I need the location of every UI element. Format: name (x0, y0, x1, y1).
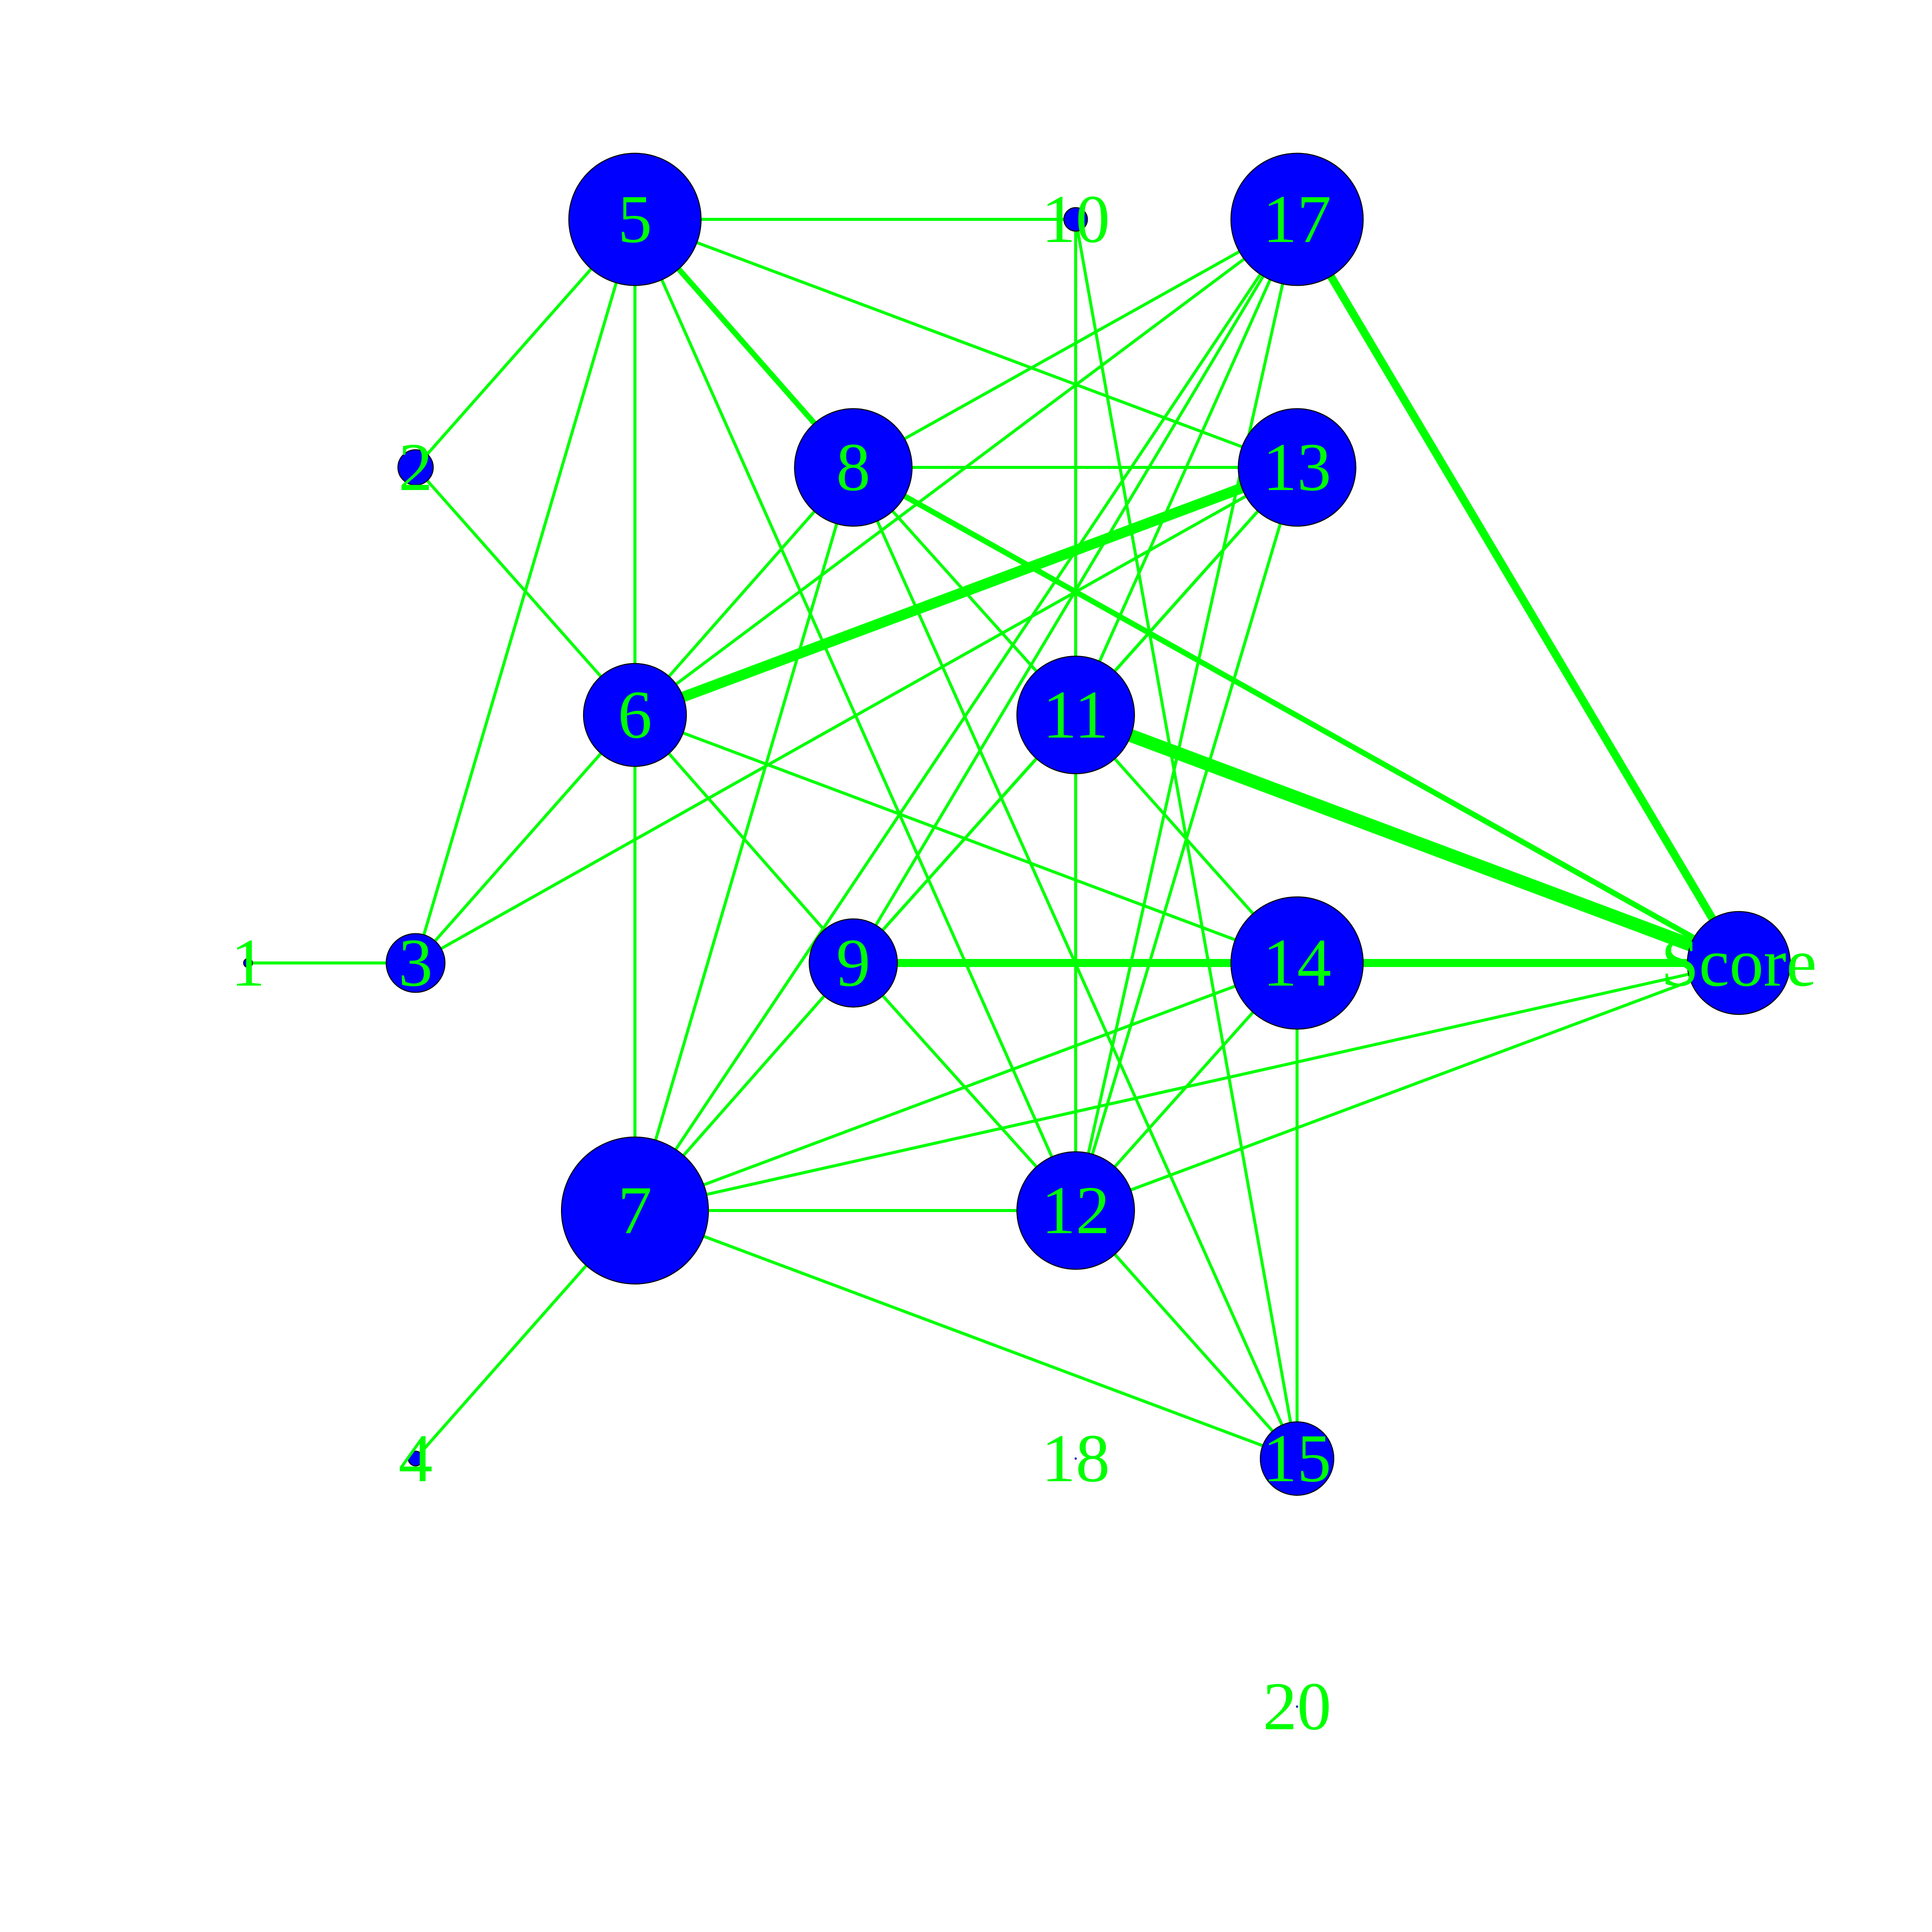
node-12 (1016, 1151, 1135, 1270)
edge-7-15 (633, 1209, 1299, 1460)
node-6 (583, 663, 687, 767)
node-label-11: 11 (1043, 677, 1109, 753)
edges-layer (247, 215, 1745, 1460)
edge-8-score (850, 464, 1742, 966)
node-label-12: 12 (1041, 1173, 1110, 1248)
nodes-layer (243, 152, 1791, 1708)
edge-12-13 (1074, 466, 1299, 1212)
node-1 (243, 958, 253, 968)
node-label-6: 6 (618, 677, 652, 753)
node-label-18: 18 (1041, 1421, 1110, 1496)
node-3 (385, 933, 446, 993)
node-20 (1296, 1705, 1299, 1708)
edge-5-12 (633, 218, 1077, 1212)
edge-7-8 (633, 466, 855, 1212)
node-8 (794, 408, 913, 527)
node-label-3: 3 (398, 925, 433, 1001)
edge-11-17 (1074, 218, 1299, 716)
edge-12-score (1074, 961, 1740, 1212)
node-10 (1063, 207, 1088, 232)
node-label-13: 13 (1263, 430, 1331, 505)
node-label-5: 5 (618, 182, 652, 257)
node-2 (397, 449, 434, 486)
node-score (1686, 911, 1791, 1015)
node-15 (1260, 1421, 1334, 1496)
edge-7-17 (633, 218, 1299, 1212)
node-label-7: 7 (618, 1173, 652, 1248)
node-17 (1230, 152, 1364, 286)
node-4 (408, 1451, 424, 1467)
node-label-15: 15 (1263, 1421, 1331, 1496)
node-13 (1238, 408, 1356, 527)
node-label-20: 20 (1263, 1669, 1331, 1744)
node-14 (1230, 896, 1364, 1030)
node-label-8: 8 (836, 430, 870, 505)
edge-17-score (1293, 215, 1743, 967)
node-label-10: 10 (1041, 182, 1110, 257)
node-7 (561, 1137, 709, 1284)
node-18 (1074, 1457, 1077, 1460)
node-label-2: 2 (398, 430, 433, 505)
edge-3-6 (414, 713, 636, 964)
node-label-score: Score (1661, 925, 1817, 1001)
node-label-14: 14 (1263, 925, 1331, 1001)
edge-12-17 (1074, 218, 1299, 1212)
node-label-4: 4 (398, 1421, 433, 1496)
node-label-1: 1 (231, 925, 265, 1001)
edge-3-5 (414, 218, 636, 964)
node-label-17: 17 (1263, 182, 1331, 257)
edge-5-13 (633, 218, 1299, 469)
edge-11-score (1069, 708, 1745, 970)
node-9 (809, 918, 898, 1008)
node-11 (1016, 656, 1135, 774)
node-5 (568, 152, 702, 286)
node-label-9: 9 (836, 925, 870, 1001)
